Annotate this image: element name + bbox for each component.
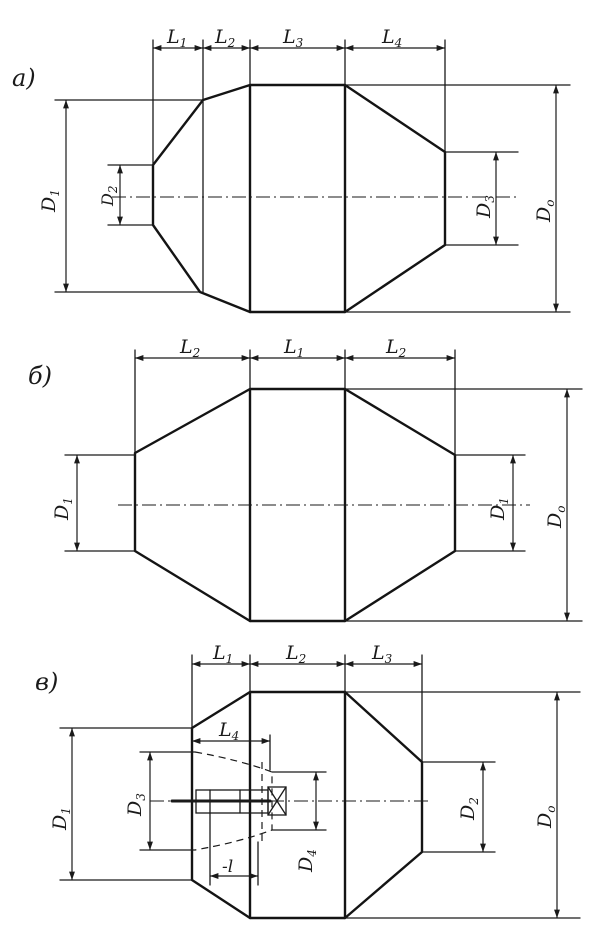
figure-a: а) L1 L2 L3 L4 D1 D2 bbox=[12, 26, 571, 314]
figure-c-label-d1: D1 bbox=[49, 807, 73, 831]
figure-c-label-l2: L2 bbox=[285, 642, 306, 666]
figure-a-label-d2: D2 bbox=[98, 186, 120, 207]
figure-b-label-l2-left: L2 bbox=[179, 336, 200, 360]
figure-b-label-l1: L1 bbox=[283, 336, 304, 360]
figure-c-label-l3: L3 bbox=[371, 642, 393, 666]
figure-a-label-l2: L2 bbox=[214, 26, 235, 50]
figure-a-body-outline bbox=[151, 83, 447, 314]
figure-a-label-d3: D3 bbox=[473, 195, 497, 219]
figure-c-label-small-l: -l bbox=[222, 857, 233, 877]
figure-a-label-l1: L1 bbox=[166, 26, 187, 50]
figure-b-label-d1-left: D1 bbox=[51, 497, 75, 521]
figure-c-caption: в) bbox=[35, 668, 58, 696]
figure-c-label-d4: D4 bbox=[295, 849, 319, 873]
figure-c-label-d2: D2 bbox=[457, 797, 481, 821]
figure-b-label-d1-right: D1 bbox=[487, 497, 511, 521]
figure-b-label-l2-right: L2 bbox=[385, 336, 406, 360]
figure-a-label-d1: D1 bbox=[38, 189, 62, 213]
figure-a-label-d0: Do bbox=[533, 200, 557, 223]
figure-c-label-d3: D3 bbox=[124, 793, 148, 817]
figure-b-label-d0: Do bbox=[544, 506, 568, 529]
figure-c-label-l4: L4 bbox=[218, 719, 239, 743]
figure-a-caption: а) bbox=[12, 64, 36, 92]
figure-c-label-d0: Do bbox=[534, 806, 558, 829]
figure-c-valve bbox=[267, 786, 287, 816]
figure-c-label-l1: L1 bbox=[212, 642, 233, 666]
figure-c: в) L1 L2 L3 L4 -l bbox=[35, 642, 581, 920]
figure-b: б) L2 L1 L2 D1 D1 Do bbox=[28, 336, 583, 623]
figure-b-caption: б) bbox=[28, 362, 52, 390]
figure-a-label-l4: L4 bbox=[381, 26, 402, 50]
figure-a-label-l3: L3 bbox=[282, 26, 304, 50]
